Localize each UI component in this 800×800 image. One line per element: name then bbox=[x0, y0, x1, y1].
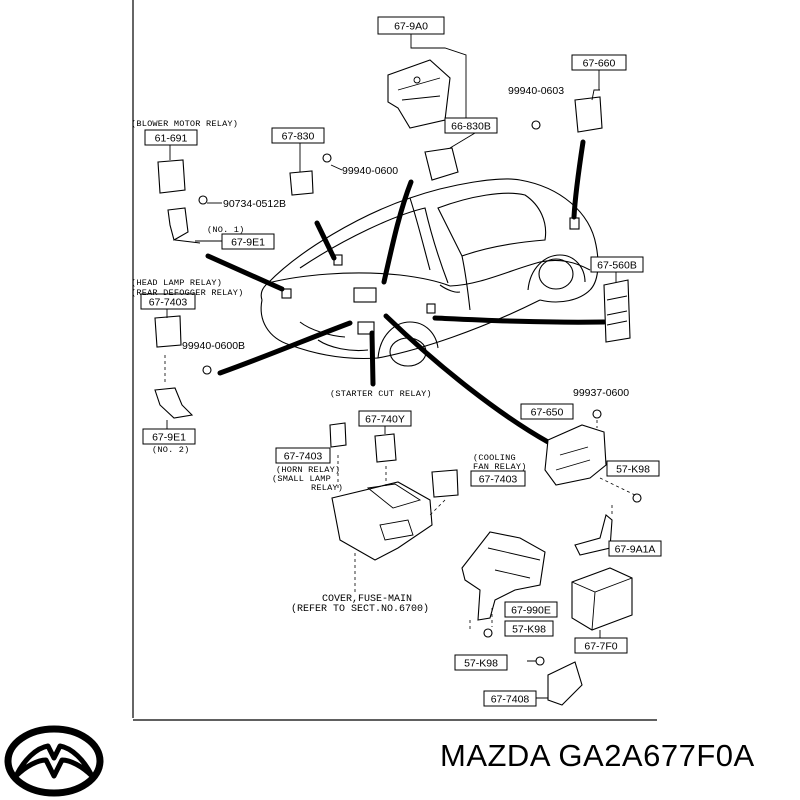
relay-67740y bbox=[374, 433, 397, 463]
note-no2: (NO. 2) bbox=[152, 445, 190, 455]
label-679e1-top: 67-9E1 bbox=[221, 233, 275, 250]
label-67650-text: 67-650 bbox=[531, 407, 564, 419]
label-677403-fan-text: 67-7403 bbox=[479, 474, 518, 486]
bolt-90734-0512b-label: 90734-0512B bbox=[223, 198, 286, 210]
label-677403-horn-text: 67-7403 bbox=[284, 451, 323, 463]
bracket-67990e bbox=[461, 531, 546, 621]
relay-61691 bbox=[157, 159, 201, 244]
note-refer-to-sect: (REFER TO SECT.NO.6700) bbox=[291, 603, 429, 615]
note-no1: (NO. 1) bbox=[207, 225, 245, 235]
label-67660-text: 67-660 bbox=[583, 58, 616, 70]
note-small-lamp-relay-2: RELAY) bbox=[311, 483, 343, 493]
bolt-icon bbox=[483, 628, 493, 638]
note-cover-fuse-main: COVER,FUSE-MAIN bbox=[322, 594, 412, 605]
module-677f0 bbox=[571, 567, 633, 631]
label-67560b: 67-560B bbox=[590, 256, 644, 273]
bolt-99940-0603-label: 99940-0603 bbox=[508, 85, 564, 97]
bolt-icon bbox=[535, 656, 545, 666]
module-67560b bbox=[603, 279, 631, 343]
label-67660: 67-660 bbox=[571, 54, 627, 71]
note-cooling-fan-relay-2: FAN RELAY) bbox=[473, 462, 527, 472]
label-677408-text: 67-7408 bbox=[491, 694, 530, 706]
part-number-title: MAZDA GA2A677F0A bbox=[440, 738, 755, 773]
label-679e1-bottom: 67-9E1 bbox=[142, 428, 196, 445]
bolt-99937-0600-label: 99937-0600 bbox=[573, 387, 629, 399]
label-61691-text: 61-691 bbox=[155, 133, 188, 145]
label-677f0-text: 67-7F0 bbox=[584, 641, 617, 653]
label-67650: 67-650 bbox=[520, 403, 574, 420]
label-679e1-top-text: 67-9E1 bbox=[231, 237, 265, 249]
label-57k98-low: 57-K98 bbox=[454, 654, 508, 671]
label-677403-fan: 67-7403 bbox=[470, 470, 526, 487]
bracket-679a0 bbox=[387, 59, 451, 129]
note-rear-defogger-relay: (REAR DEFOGGER RELAY) bbox=[131, 288, 244, 298]
note-small-lamp-relay-1: (SMALL LAMP bbox=[272, 474, 331, 484]
bolt-99940-0600b-label: 99940-0600B bbox=[182, 340, 245, 352]
relay-67660 bbox=[574, 89, 603, 133]
bracket-677408 bbox=[547, 661, 583, 706]
bracket-67650 bbox=[544, 424, 607, 486]
label-57k98-mid: 57-K98 bbox=[504, 620, 554, 637]
relay-66830b bbox=[424, 147, 459, 181]
clip-679a1a bbox=[574, 514, 613, 556]
label-679e1-bottom-text: 67-9E1 bbox=[152, 432, 186, 444]
label-67830-text: 67-830 bbox=[282, 131, 315, 143]
note-cooling-fan-relay-1: (COOLING bbox=[473, 453, 516, 463]
label-679a0: 67-9A0 bbox=[377, 16, 445, 35]
label-677403-left-text: 67-7403 bbox=[149, 297, 188, 309]
label-57k98-right: 57-K98 bbox=[606, 460, 660, 477]
label-67740y-text: 67-740Y bbox=[365, 414, 405, 426]
bolt-icon bbox=[322, 153, 332, 163]
note-starter-cut-relay: (STARTER CUT RELAY) bbox=[330, 389, 432, 399]
label-66830b-text: 66-830B bbox=[451, 121, 491, 133]
label-677403-horn: 67-7403 bbox=[275, 447, 331, 464]
label-61691: 61-691 bbox=[144, 129, 198, 146]
label-67990e-text: 67-990E bbox=[511, 605, 551, 617]
pointer-lines bbox=[205, 139, 607, 445]
label-67740y: 67-740Y bbox=[358, 410, 412, 427]
note-head-lamp-relay: (HEAD LAMP RELAY) bbox=[131, 278, 222, 288]
fuse-block bbox=[331, 481, 433, 561]
label-66830b: 66-830B bbox=[444, 117, 498, 134]
bolt-icon bbox=[531, 120, 541, 130]
label-67990e: 67-990E bbox=[504, 601, 558, 618]
bolt-icon bbox=[632, 493, 642, 503]
label-677408: 67-7408 bbox=[483, 690, 537, 707]
relay-677403-left bbox=[154, 315, 194, 419]
label-679a1a-text: 67-9A1A bbox=[615, 544, 656, 556]
label-67560b-text: 67-560B bbox=[597, 260, 637, 272]
note-blower-motor-relay: (BLOWER MOTOR RELAY) bbox=[131, 119, 238, 129]
label-677403-left: 67-7403 bbox=[140, 293, 196, 310]
label-57k98-right-text: 57-K98 bbox=[616, 464, 650, 476]
label-679a1a: 67-9A1A bbox=[608, 540, 662, 557]
label-57k98-low-text: 57-K98 bbox=[464, 658, 498, 670]
label-57k98-mid-text: 57-K98 bbox=[512, 624, 546, 636]
bolt-icon bbox=[592, 409, 602, 419]
relay-67830 bbox=[289, 170, 314, 196]
mazda-logo-icon bbox=[4, 725, 104, 797]
label-679a0-text: 67-9A0 bbox=[394, 21, 428, 33]
bolt-icon bbox=[202, 365, 212, 375]
label-677f0: 67-7F0 bbox=[574, 637, 628, 654]
label-67830: 67-830 bbox=[271, 127, 325, 144]
relay-677403-horn bbox=[329, 422, 347, 448]
relay-677403-fan bbox=[431, 469, 459, 498]
note-horn-relay: (HORN RELAY) bbox=[276, 465, 340, 475]
bolt-icon bbox=[198, 195, 208, 205]
bolt-99940-0600-label: 99940-0600 bbox=[342, 165, 398, 177]
